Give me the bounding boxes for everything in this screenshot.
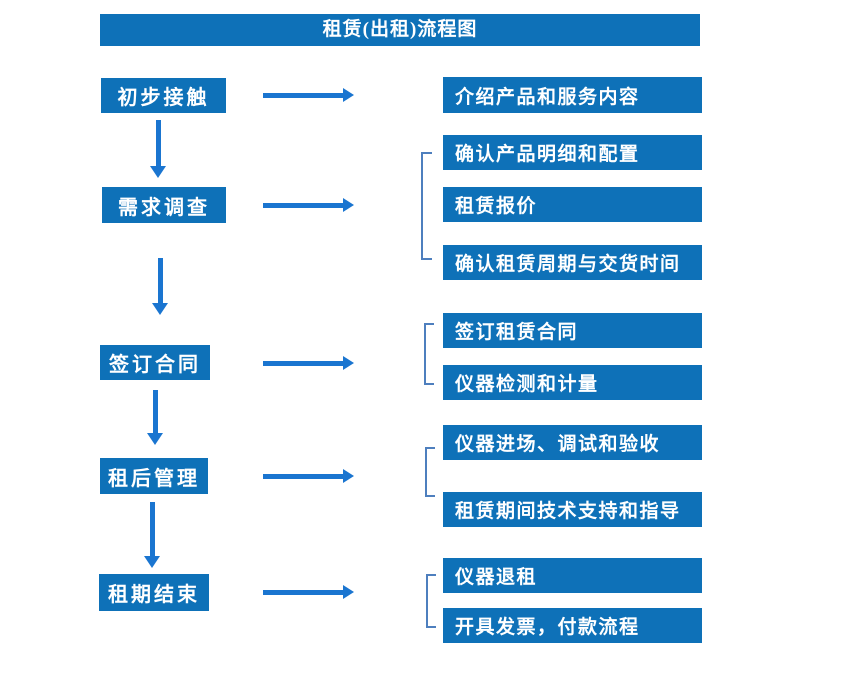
stage-box-lease-end: 租期结束 <box>99 574 209 611</box>
right-arrow-icon <box>263 198 354 212</box>
output-box-invoice-payment: 开具发票，付款流程 <box>443 608 702 643</box>
output-box-sign-rental-contract: 签订租赁合同 <box>443 313 702 348</box>
group-bracket <box>424 323 434 385</box>
group-bracket <box>425 447 435 497</box>
right-arrow-icon <box>263 88 354 102</box>
stage-box-initial-contact: 初步接触 <box>101 78 226 113</box>
stage-box-demand-survey: 需求调查 <box>102 187 226 223</box>
stage-box-sign-contract: 签订合同 <box>100 345 210 380</box>
output-box-technical-support: 租赁期间技术支持和指导 <box>443 492 702 527</box>
right-arrow-icon <box>263 585 354 599</box>
output-box-confirm-period: 确认租赁周期与交货时间 <box>443 245 702 280</box>
output-box-instrument-delivery: 仪器进场、调试和验收 <box>443 425 702 460</box>
output-box-instrument-testing: 仪器检测和计量 <box>443 365 702 400</box>
down-arrow-icon <box>150 120 166 178</box>
output-box-instrument-return: 仪器退租 <box>443 558 702 593</box>
output-box-confirm-details: 确认产品明细和配置 <box>443 135 702 170</box>
down-arrow-icon <box>147 390 163 445</box>
down-arrow-icon <box>144 502 160 568</box>
output-box-rental-quote: 租赁报价 <box>443 187 702 222</box>
output-box-introduce-products: 介绍产品和服务内容 <box>443 77 702 113</box>
group-bracket <box>421 152 432 260</box>
group-bracket <box>426 574 436 628</box>
right-arrow-icon <box>263 356 354 370</box>
down-arrow-icon <box>152 258 168 315</box>
page-title: 租赁(出租)流程图 <box>100 14 700 46</box>
stage-box-post-rental-mgmt: 租后管理 <box>100 458 208 494</box>
right-arrow-icon <box>263 469 354 483</box>
